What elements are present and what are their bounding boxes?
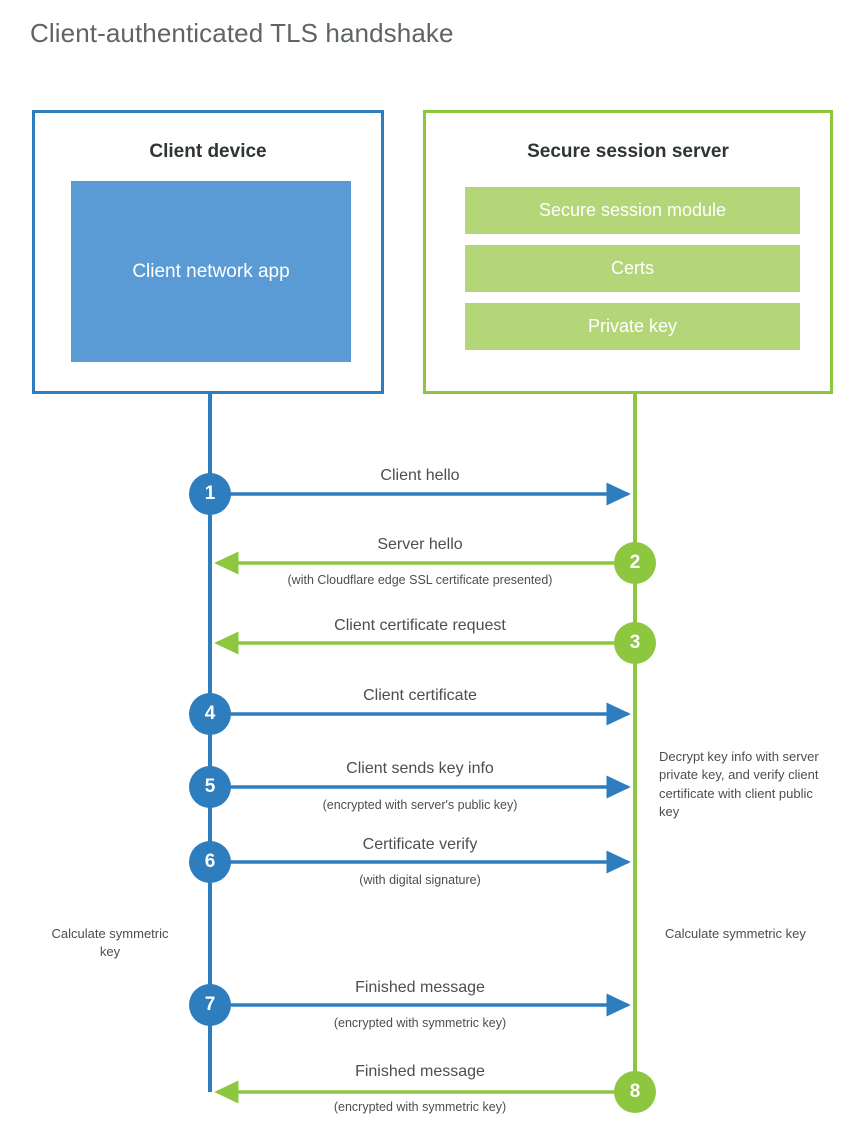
message-sublabel-5: (encrypted with server's public key) <box>322 798 518 812</box>
message-label-4: Client certificate <box>363 687 477 704</box>
page-title: Client-authenticated TLS handshake <box>30 18 454 48</box>
message-label-8: Finished message <box>355 1063 485 1080</box>
server-item-certs: Certs <box>465 245 800 292</box>
client-device-title: Client device <box>149 141 267 162</box>
message-label-5: Client sends key info <box>346 760 494 777</box>
message-label-1: Client hello <box>380 467 460 484</box>
step-badge-4[interactable]: 4 <box>189 693 231 735</box>
message-label-6: Certificate verify <box>362 836 478 853</box>
message-sublabel-8: (encrypted with symmetric key) <box>333 1100 507 1114</box>
message-sublabel-7: (encrypted with symmetric key) <box>333 1016 507 1030</box>
step-badge-2[interactable]: 2 <box>614 542 656 584</box>
note-server-decrypt: Decrypt key info with server private key… <box>659 749 819 820</box>
message-label-3: Client certificate request <box>334 617 506 634</box>
note-client-calculate-symmetric-key: Calculate symmetric key <box>51 926 169 960</box>
note-server-calculate-symmetric-key: Calculate symmetric key <box>665 926 806 941</box>
step-badge-8[interactable]: 8 <box>614 1071 656 1113</box>
server-item-secure-session-module: Secure session module <box>465 187 800 234</box>
client-network-app-block: Client network app <box>71 181 351 362</box>
server-item-private-key: Private key <box>465 303 800 350</box>
step-badge-1[interactable]: 1 <box>189 473 231 515</box>
message-label-2: Server hello <box>377 536 463 553</box>
step-badge-3[interactable]: 3 <box>614 622 656 664</box>
secure-session-server-box: Secure session server Secure session mod… <box>423 110 833 394</box>
client-device-box: Client device Client network app <box>32 110 384 394</box>
secure-session-server-title: Secure session server <box>527 141 729 162</box>
server-component-stack: Secure session module Certs Private key <box>465 187 800 350</box>
message-sublabel-6: (with digital signature) <box>359 873 481 887</box>
message-sublabel-2: (with Cloudflare edge SSL certificate pr… <box>287 573 553 587</box>
step-badge-7[interactable]: 7 <box>189 984 231 1026</box>
message-label-7: Finished message <box>355 979 485 996</box>
step-badge-5[interactable]: 5 <box>189 766 231 808</box>
step-badge-6[interactable]: 6 <box>189 841 231 883</box>
